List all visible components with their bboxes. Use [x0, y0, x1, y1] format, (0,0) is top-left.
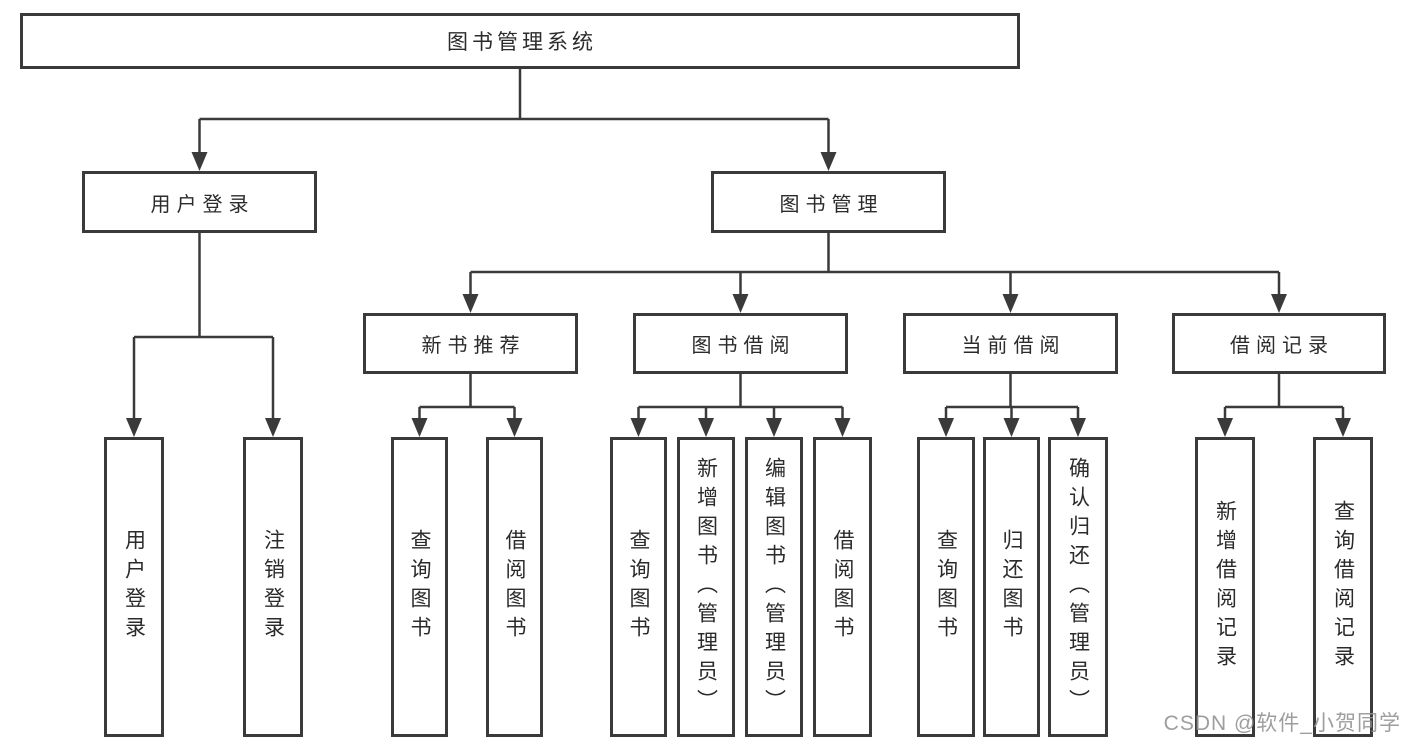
edge-new-book-recommend-to-leaves [411, 374, 523, 437]
leaf-label: 查询图书 [408, 529, 431, 645]
leaf-borrowing-query-books: 查询图书 [610, 437, 667, 737]
edge-root-to-branches [191, 69, 837, 171]
node-borrowing-records: 借阅记录 [1172, 313, 1386, 374]
edge-current-borrowing-to-leaves [938, 374, 1086, 437]
leaf-label: 用户登录 [122, 529, 146, 645]
edge-book-borrowing-to-leaves [630, 374, 851, 437]
leaf-recommend-borrow-books: 借阅图书 [486, 437, 543, 737]
leaf-label: 归还图书 [1000, 529, 1023, 645]
leaf-user-login: 用户登录 [104, 437, 164, 737]
leaf-add-books-admin: 新增图书（管理员） [677, 437, 735, 737]
branch-node-book-management: 图书管理 [711, 171, 946, 233]
root-node-library-management-system: 图书管理系统 [20, 13, 1020, 69]
leaf-recommend-query-books: 查询图书 [391, 437, 448, 737]
leaf-edit-books-admin: 编辑图书（管理员） [745, 437, 803, 737]
leaf-add-borrow-record: 新增借阅记录 [1195, 437, 1255, 737]
leaf-confirm-return-admin: 确认归还（管理员） [1048, 437, 1108, 737]
leaf-current-query-books: 查询图书 [917, 437, 975, 737]
leaf-label: 借阅图书 [831, 529, 854, 645]
leaf-label: 编辑图书（管理员） [762, 456, 786, 718]
leaf-label: 新增借阅记录 [1213, 500, 1237, 674]
node-current-borrowing: 当前借阅 [903, 313, 1118, 374]
edge-book-management-to-level3 [462, 233, 1287, 313]
leaf-borrowing-borrow-books: 借阅图书 [813, 437, 872, 737]
edge-borrowing-records-to-leaves [1217, 374, 1351, 437]
leaf-label: 注销登录 [261, 529, 285, 645]
leaf-label: 查询图书 [934, 529, 958, 645]
leaf-query-borrow-record: 查询借阅记录 [1313, 437, 1373, 737]
csdn-watermark: CSDN @软件_小贺同学 [1163, 712, 1401, 735]
node-book-borrowing: 图书借阅 [633, 313, 848, 374]
leaf-label: 查询借阅记录 [1331, 500, 1355, 674]
leaf-label: 借阅图书 [503, 529, 526, 645]
leaf-return-books: 归还图书 [983, 437, 1040, 737]
node-new-book-recommend: 新书推荐 [363, 313, 578, 374]
edge-user-login-to-leaves [126, 233, 281, 437]
leaf-label: 新增图书（管理员） [694, 456, 718, 718]
branch-node-user-login: 用户登录 [82, 171, 317, 233]
leaf-label: 确认归还（管理员） [1066, 456, 1090, 718]
leaf-logout: 注销登录 [243, 437, 303, 737]
leaf-label: 查询图书 [627, 529, 650, 645]
